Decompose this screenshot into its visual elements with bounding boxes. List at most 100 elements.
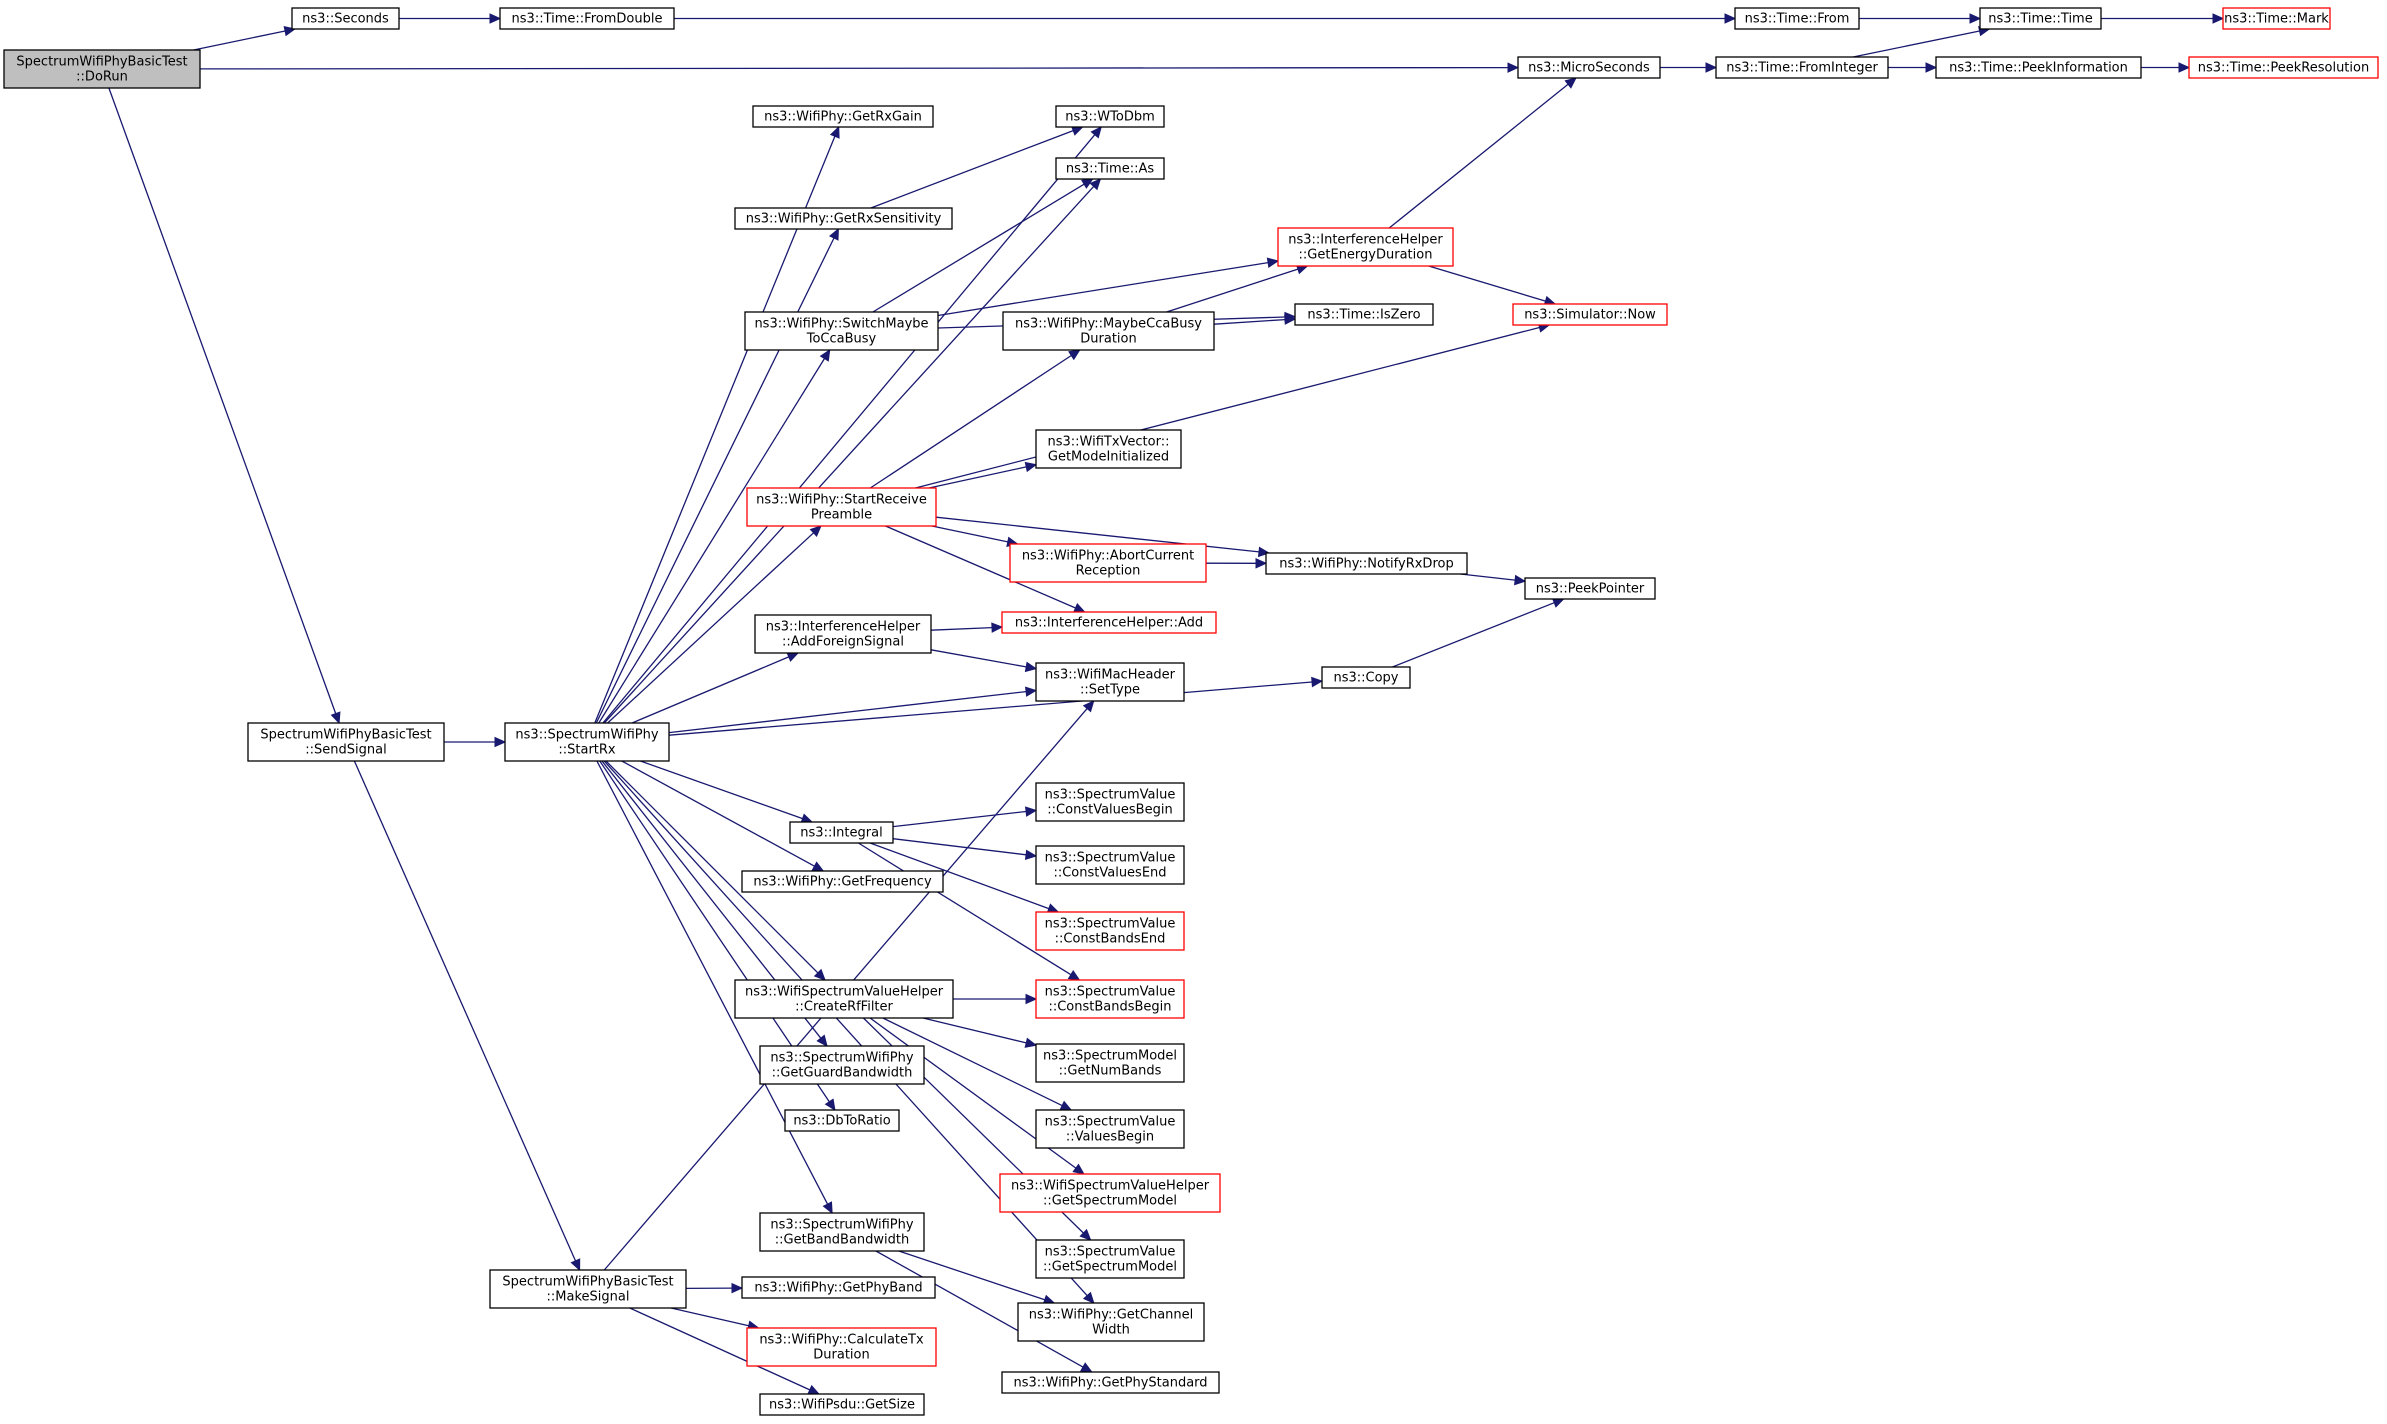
function-node-ns3-wifiphy-getphyband[interactable]: ns3::WifiPhy::GetPhyBand <box>741 1276 936 1299</box>
node-label: ::SendSignal <box>305 743 386 758</box>
node-box <box>1035 1043 1185 1083</box>
call-edge <box>869 349 1081 489</box>
function-node-ns3-wifispectrumvaluehelper-getspectrummodel[interactable]: ns3::WifiSpectrumValueHelper::GetSpectru… <box>999 1173 1221 1213</box>
node-label: ns3::Seconds <box>302 12 389 27</box>
function-node-spectrumwifiphybasictest-dorun[interactable]: SpectrumWifiPhyBasicTest::DoRun <box>3 49 201 89</box>
node-box <box>1035 1239 1185 1279</box>
function-node-ns3-time-time[interactable]: ns3::Time::Time <box>1979 7 2102 30</box>
arrowhead-icon <box>807 1384 821 1395</box>
function-node-ns3-interferencehelper-getenergyduration[interactable]: ns3::InterferenceHelper::GetEnergyDurati… <box>1277 227 1454 267</box>
node-box <box>1734 7 1860 30</box>
arrowhead-icon <box>1072 602 1086 613</box>
arrowhead-icon <box>1255 558 1268 569</box>
node-label: ns3::InterferenceHelper <box>1288 233 1443 248</box>
function-node-ns3-spectrumvalue-constbandsbegin[interactable]: ns3::SpectrumValue::ConstBandsBegin <box>1035 979 1185 1019</box>
call-edge <box>870 125 1084 209</box>
function-node-ns3-wifiphy-getphystandard[interactable]: ns3::WifiPhy::GetPhyStandard <box>1001 1371 1220 1394</box>
function-node-ns3-wifiphy-getfrequency[interactable]: ns3::WifiPhy::GetFrequency <box>741 870 944 893</box>
node-label: ns3::WifiTxVector:: <box>1047 435 1169 450</box>
function-node-ns3-spectrumvalue-valuesbegin[interactable]: ns3::SpectrumValue::ValuesBegin <box>1035 1109 1185 1149</box>
edge-line <box>193 30 286 51</box>
edge-line <box>670 1307 749 1327</box>
function-node-ns3-dbtoratio[interactable]: ns3::DbToRatio <box>784 1109 900 1132</box>
node-label: ns3::SpectrumWifiPhy <box>515 728 658 743</box>
function-node-ns3-time-peekinformation[interactable]: ns3::Time::PeekInformation <box>1935 56 2142 79</box>
function-node-ns3-time-peekresolution[interactable]: ns3::Time::PeekResolution <box>2188 56 2379 79</box>
function-node-ns3-spectrumvalue-constvaluesend[interactable]: ns3::SpectrumValue::ConstValuesEnd <box>1035 845 1185 885</box>
function-node-ns3-time-iszero[interactable]: ns3::Time::IsZero <box>1294 303 1434 326</box>
node-box <box>1035 979 1185 1019</box>
edge-line <box>1392 602 1555 668</box>
function-node-ns3-spectrumwifiphy-startrx[interactable]: ns3::SpectrumWifiPhy::StartRx <box>504 722 670 762</box>
edge-line <box>882 1017 1063 1107</box>
arrowhead-icon <box>822 1201 833 1215</box>
arrowhead-icon <box>1070 125 1084 136</box>
edge-line <box>875 1250 1084 1368</box>
function-node-ns3-time-mark[interactable]: ns3::Time::Mark <box>2222 7 2331 30</box>
arrowhead-icon <box>1564 77 1577 89</box>
node-label: ns3::WifiPhy::MaybeCcaBusy <box>1015 317 1202 332</box>
function-node-ns3-spectrumvalue-constvaluesbegin[interactable]: ns3::SpectrumValue::ConstValuesBegin <box>1035 782 1185 822</box>
node-box <box>754 614 932 654</box>
function-node-ns3-wtodbm[interactable]: ns3::WToDbm <box>1055 105 1165 128</box>
function-node-ns3-wifitxvector-getmodeinitialized[interactable]: ns3::WifiTxVector::GetModeInitialized <box>1035 429 1182 469</box>
node-box <box>1002 311 1215 351</box>
function-node-ns3-spectrumwifiphy-getbandbandwidth[interactable]: ns3::SpectrumWifiPhy::GetBandBandwidth <box>759 1212 925 1252</box>
edge-line <box>892 810 1027 828</box>
function-node-spectrumwifiphybasictest-sendsignal[interactable]: SpectrumWifiPhyBasicTest::SendSignal <box>247 722 445 762</box>
call-edge <box>1428 265 1557 306</box>
node-box <box>1035 911 1185 951</box>
function-node-ns3-interferencehelper-add[interactable]: ns3::InterferenceHelper::Add <box>1001 611 1217 634</box>
node-label: ::CreateRfFilter <box>795 1000 893 1015</box>
arrowhead-icon <box>828 227 839 241</box>
edge-line <box>930 649 1027 668</box>
function-node-ns3-peekpointer[interactable]: ns3::PeekPointer <box>1524 577 1656 600</box>
function-node-ns3-spectrumvalue-constbandsend[interactable]: ns3::SpectrumValue::ConstBandsEnd <box>1035 911 1185 951</box>
node-label: ns3::InterferenceHelper <box>766 620 921 635</box>
function-node-ns3-wifimacheader-settype[interactable]: ns3::WifiMacHeader::SetType <box>1035 662 1185 702</box>
function-node-ns3-spectrumvalue-getspectrummodel[interactable]: ns3::SpectrumValue::GetSpectrumModel <box>1035 1239 1185 1279</box>
edge-line <box>937 261 1269 317</box>
function-node-ns3-seconds[interactable]: ns3::Seconds <box>291 7 400 30</box>
function-node-ns3-interferencehelper-addforeignsignal[interactable]: ns3::InterferenceHelper::AddForeignSigna… <box>754 614 932 654</box>
node-label: ns3::Time::PeekResolution <box>2198 61 2369 76</box>
function-node-ns3-simulator-now[interactable]: ns3::Simulator::Now <box>1512 303 1668 326</box>
edge-line <box>1852 30 1980 58</box>
function-node-spectrumwifiphybasictest-makesignal[interactable]: SpectrumWifiPhyBasicTest::MakeSignal <box>489 1269 687 1309</box>
function-node-ns3-wifispectrumvaluehelper-createrffilter[interactable]: ns3::WifiSpectrumValueHelper::CreateRfFi… <box>734 979 954 1019</box>
function-node-ns3-wifiphy-getrxgain[interactable]: ns3::WifiPhy::GetRxGain <box>752 105 934 128</box>
function-node-ns3-wifiphy-getrxsensitivity[interactable]: ns3::WifiPhy::GetRxSensitivity <box>734 207 953 230</box>
arrowhead-icon <box>1079 1362 1093 1373</box>
function-node-ns3-wifiphy-notifyrxdrop[interactable]: ns3::WifiPhy::NotifyRxDrop <box>1265 552 1468 575</box>
function-node-ns3-time-frominteger[interactable]: ns3::Time::FromInteger <box>1715 56 1889 79</box>
function-node-ns3-integral[interactable]: ns3::Integral <box>789 821 894 844</box>
function-node-ns3-time-from[interactable]: ns3::Time::From <box>1734 7 1860 30</box>
node-label: ::ConstBandsEnd <box>1055 932 1166 947</box>
arrowhead-icon <box>2212 13 2225 24</box>
function-node-ns3-wifipsdu-getsize[interactable]: ns3::WifiPsdu::GetSize <box>759 1393 925 1416</box>
call-edge <box>1166 264 1309 313</box>
edge-line <box>922 1017 1027 1044</box>
node-label: ns3::WifiSpectrumValueHelper <box>1011 1179 1210 1194</box>
node-label: ns3::WifiMacHeader <box>1045 668 1176 683</box>
function-node-ns3-spectrummodel-getnumbands[interactable]: ns3::SpectrumModel::GetNumBands <box>1035 1043 1185 1083</box>
call-edge <box>1859 13 1982 24</box>
call-edge <box>599 760 836 1112</box>
function-node-ns3-time-fromdouble[interactable]: ns3::Time::FromDouble <box>499 7 675 30</box>
call-edge <box>199 62 1520 73</box>
node-box <box>1294 303 1434 326</box>
function-node-ns3-time-as[interactable]: ns3::Time::As <box>1055 157 1165 180</box>
node-box <box>741 1276 936 1299</box>
function-node-ns3-copy[interactable]: ns3::Copy <box>1321 666 1411 689</box>
call-edge <box>670 1307 760 1331</box>
function-node-ns3-spectrumwifiphy-getguardbandwidth[interactable]: ns3::SpectrumWifiPhy::GetGuardBandwidth <box>759 1045 925 1085</box>
function-node-ns3-microseconds[interactable]: ns3::MicroSeconds <box>1517 56 1661 79</box>
edge-line <box>915 326 1540 489</box>
arrowhead-icon <box>1024 661 1038 673</box>
